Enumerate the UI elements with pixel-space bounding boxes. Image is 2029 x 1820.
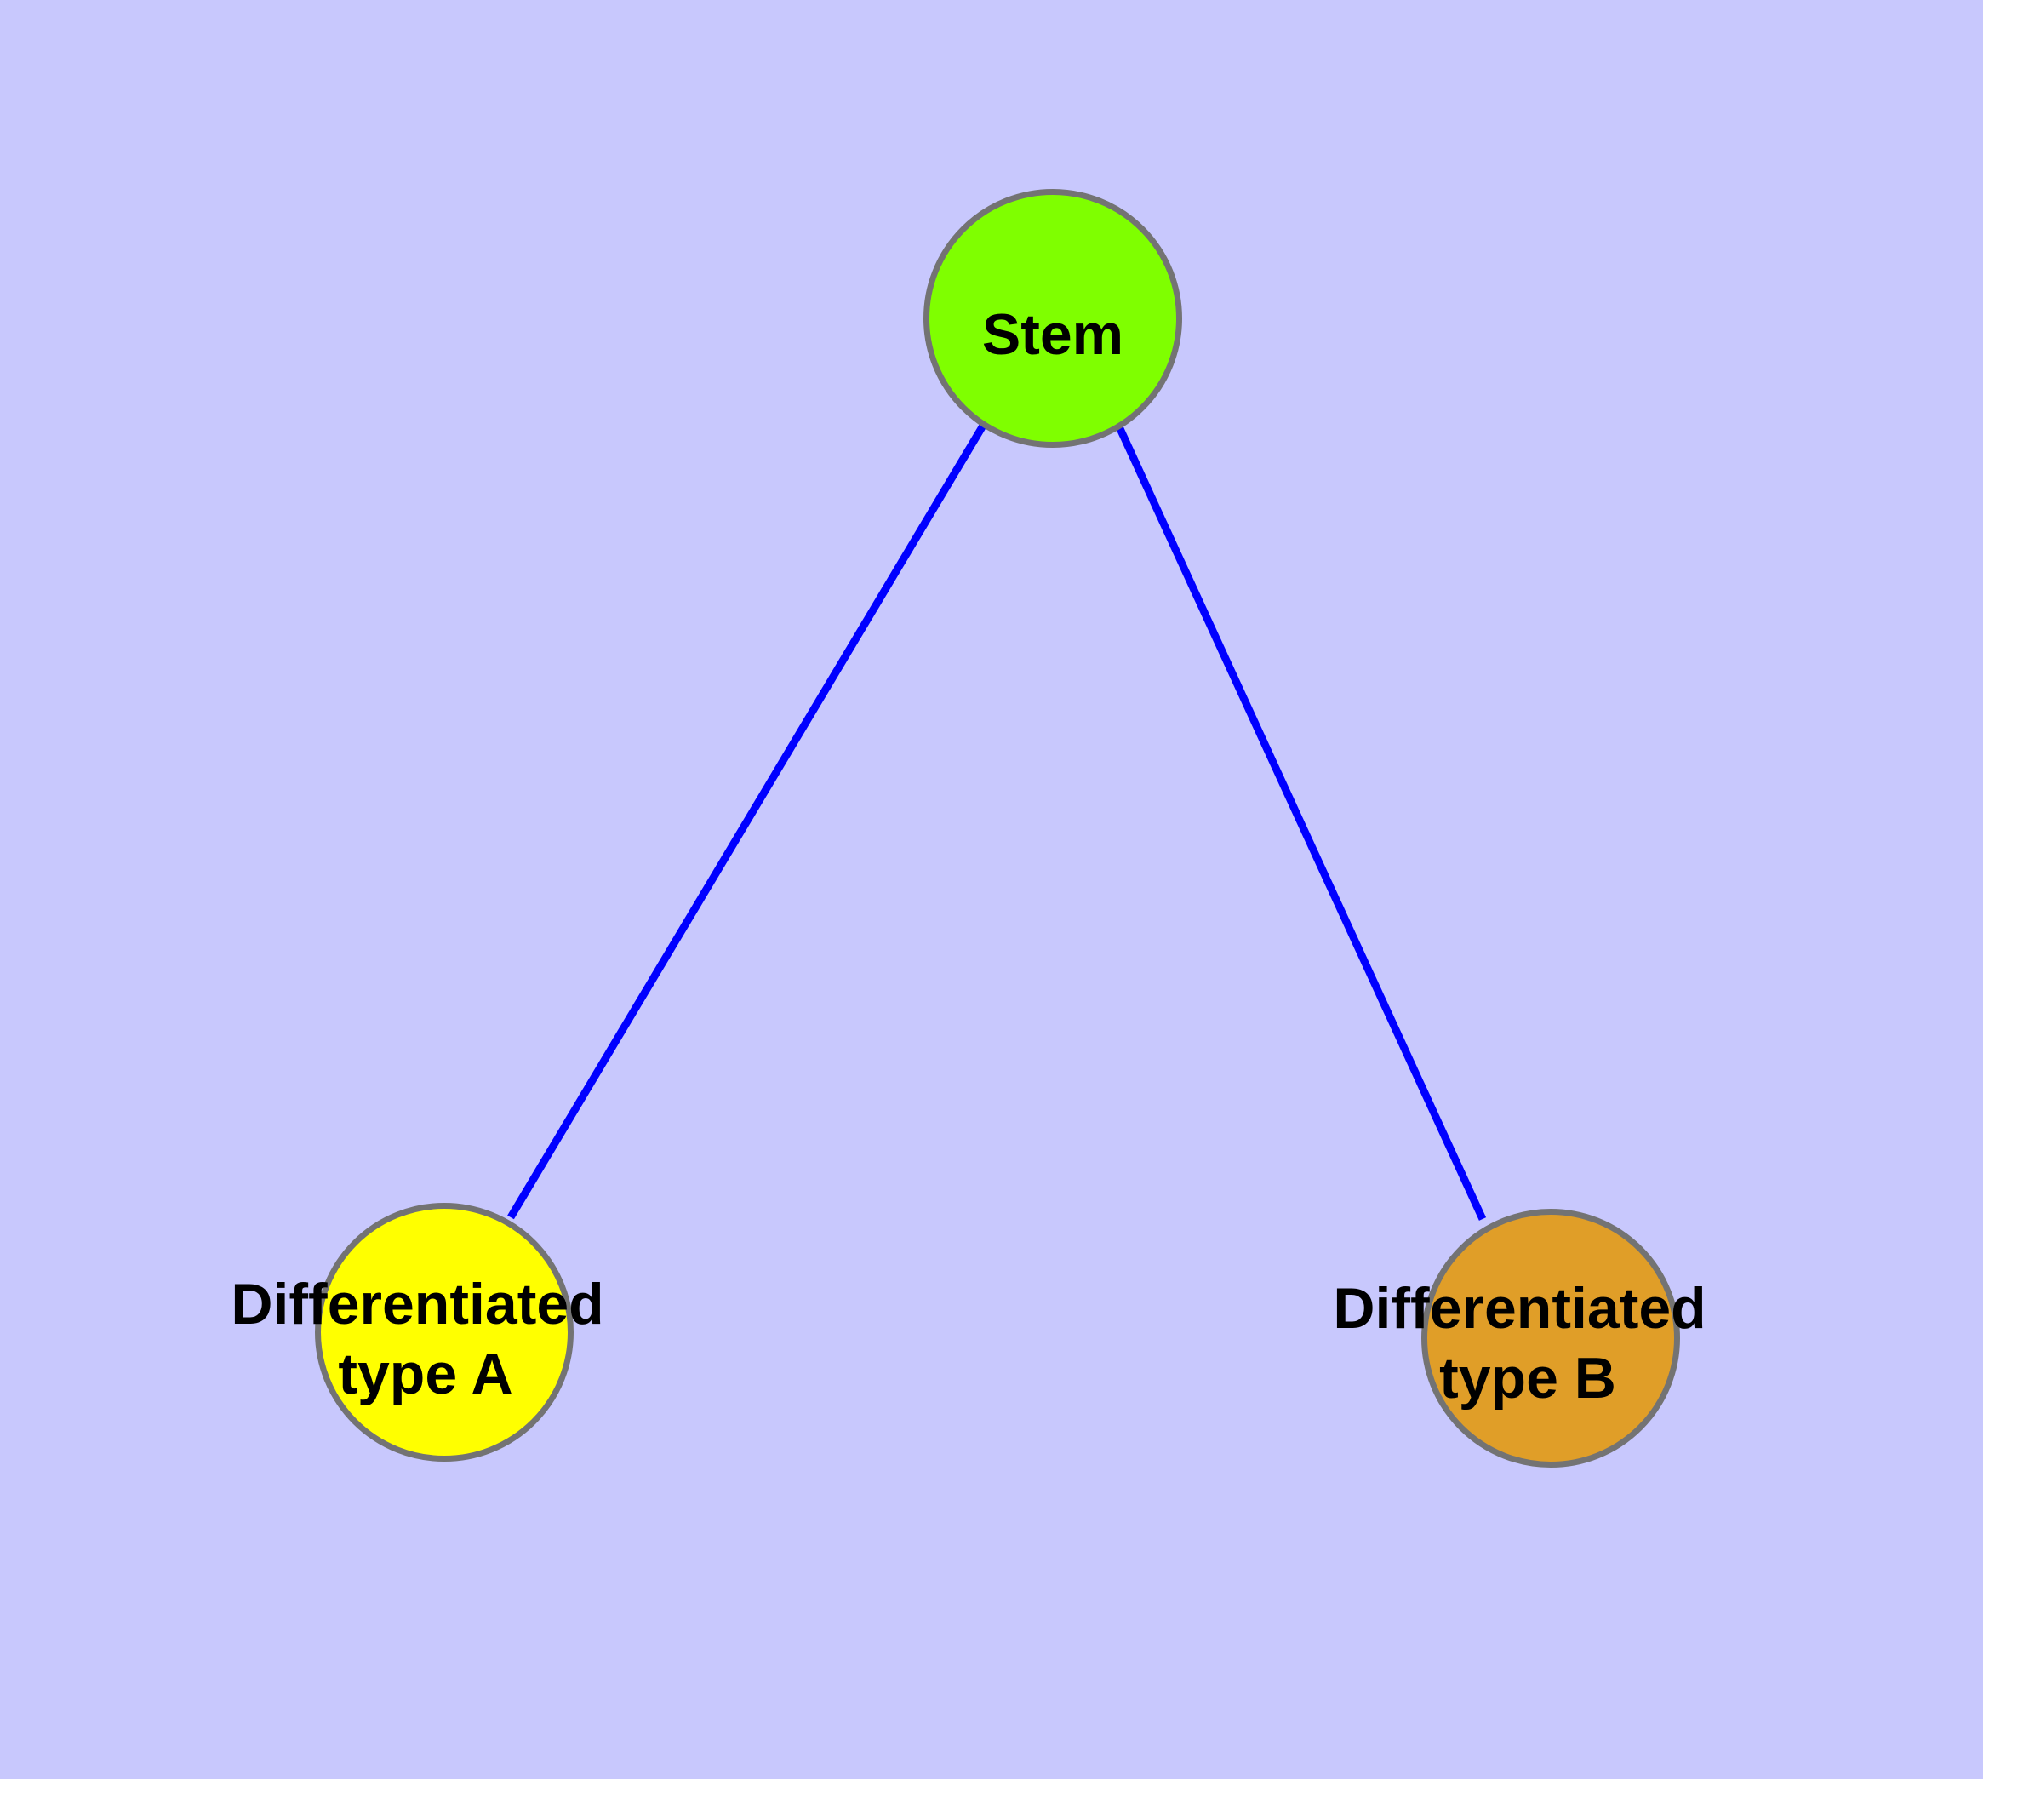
- node-diff-b-label-line-0: Differentiated: [1333, 1276, 1706, 1341]
- node-diff-a-label: Differentiated type A: [231, 1272, 620, 1406]
- diagram-canvas: Stem Differentiated type A Differentiate…: [0, 0, 1983, 1779]
- node-diff-b[interactable]: Differentiated type B: [1333, 1209, 1722, 1468]
- node-stem[interactable]: Stem: [923, 189, 1182, 448]
- edge-layer: [507, 421, 1487, 1221]
- node-diff-a-label-line-1: type A: [338, 1342, 512, 1406]
- node-diff-b-label: Differentiated type B: [1333, 1276, 1722, 1411]
- node-diff-a-label-line-0: Differentiated: [231, 1272, 603, 1336]
- node-stem-label: Stem: [982, 302, 1123, 367]
- node-stem-circle[interactable]: [923, 189, 1182, 448]
- node-layer: Stem Differentiated type A Differentiate…: [231, 189, 1722, 1468]
- node-diff-b-label-line-1: type B: [1439, 1346, 1616, 1411]
- node-stem-label-line-0: Stem: [982, 302, 1123, 367]
- graph-svg: Stem Differentiated type A Differentiate…: [231, 189, 1722, 1468]
- edge-stem-diff-b[interactable]: [1113, 421, 1487, 1221]
- node-diff-b-circle[interactable]: [1421, 1209, 1680, 1468]
- node-diff-a[interactable]: Differentiated type A: [231, 1203, 620, 1462]
- node-diff-a-circle[interactable]: [315, 1203, 574, 1462]
- edge-stem-diff-a[interactable]: [507, 423, 986, 1220]
